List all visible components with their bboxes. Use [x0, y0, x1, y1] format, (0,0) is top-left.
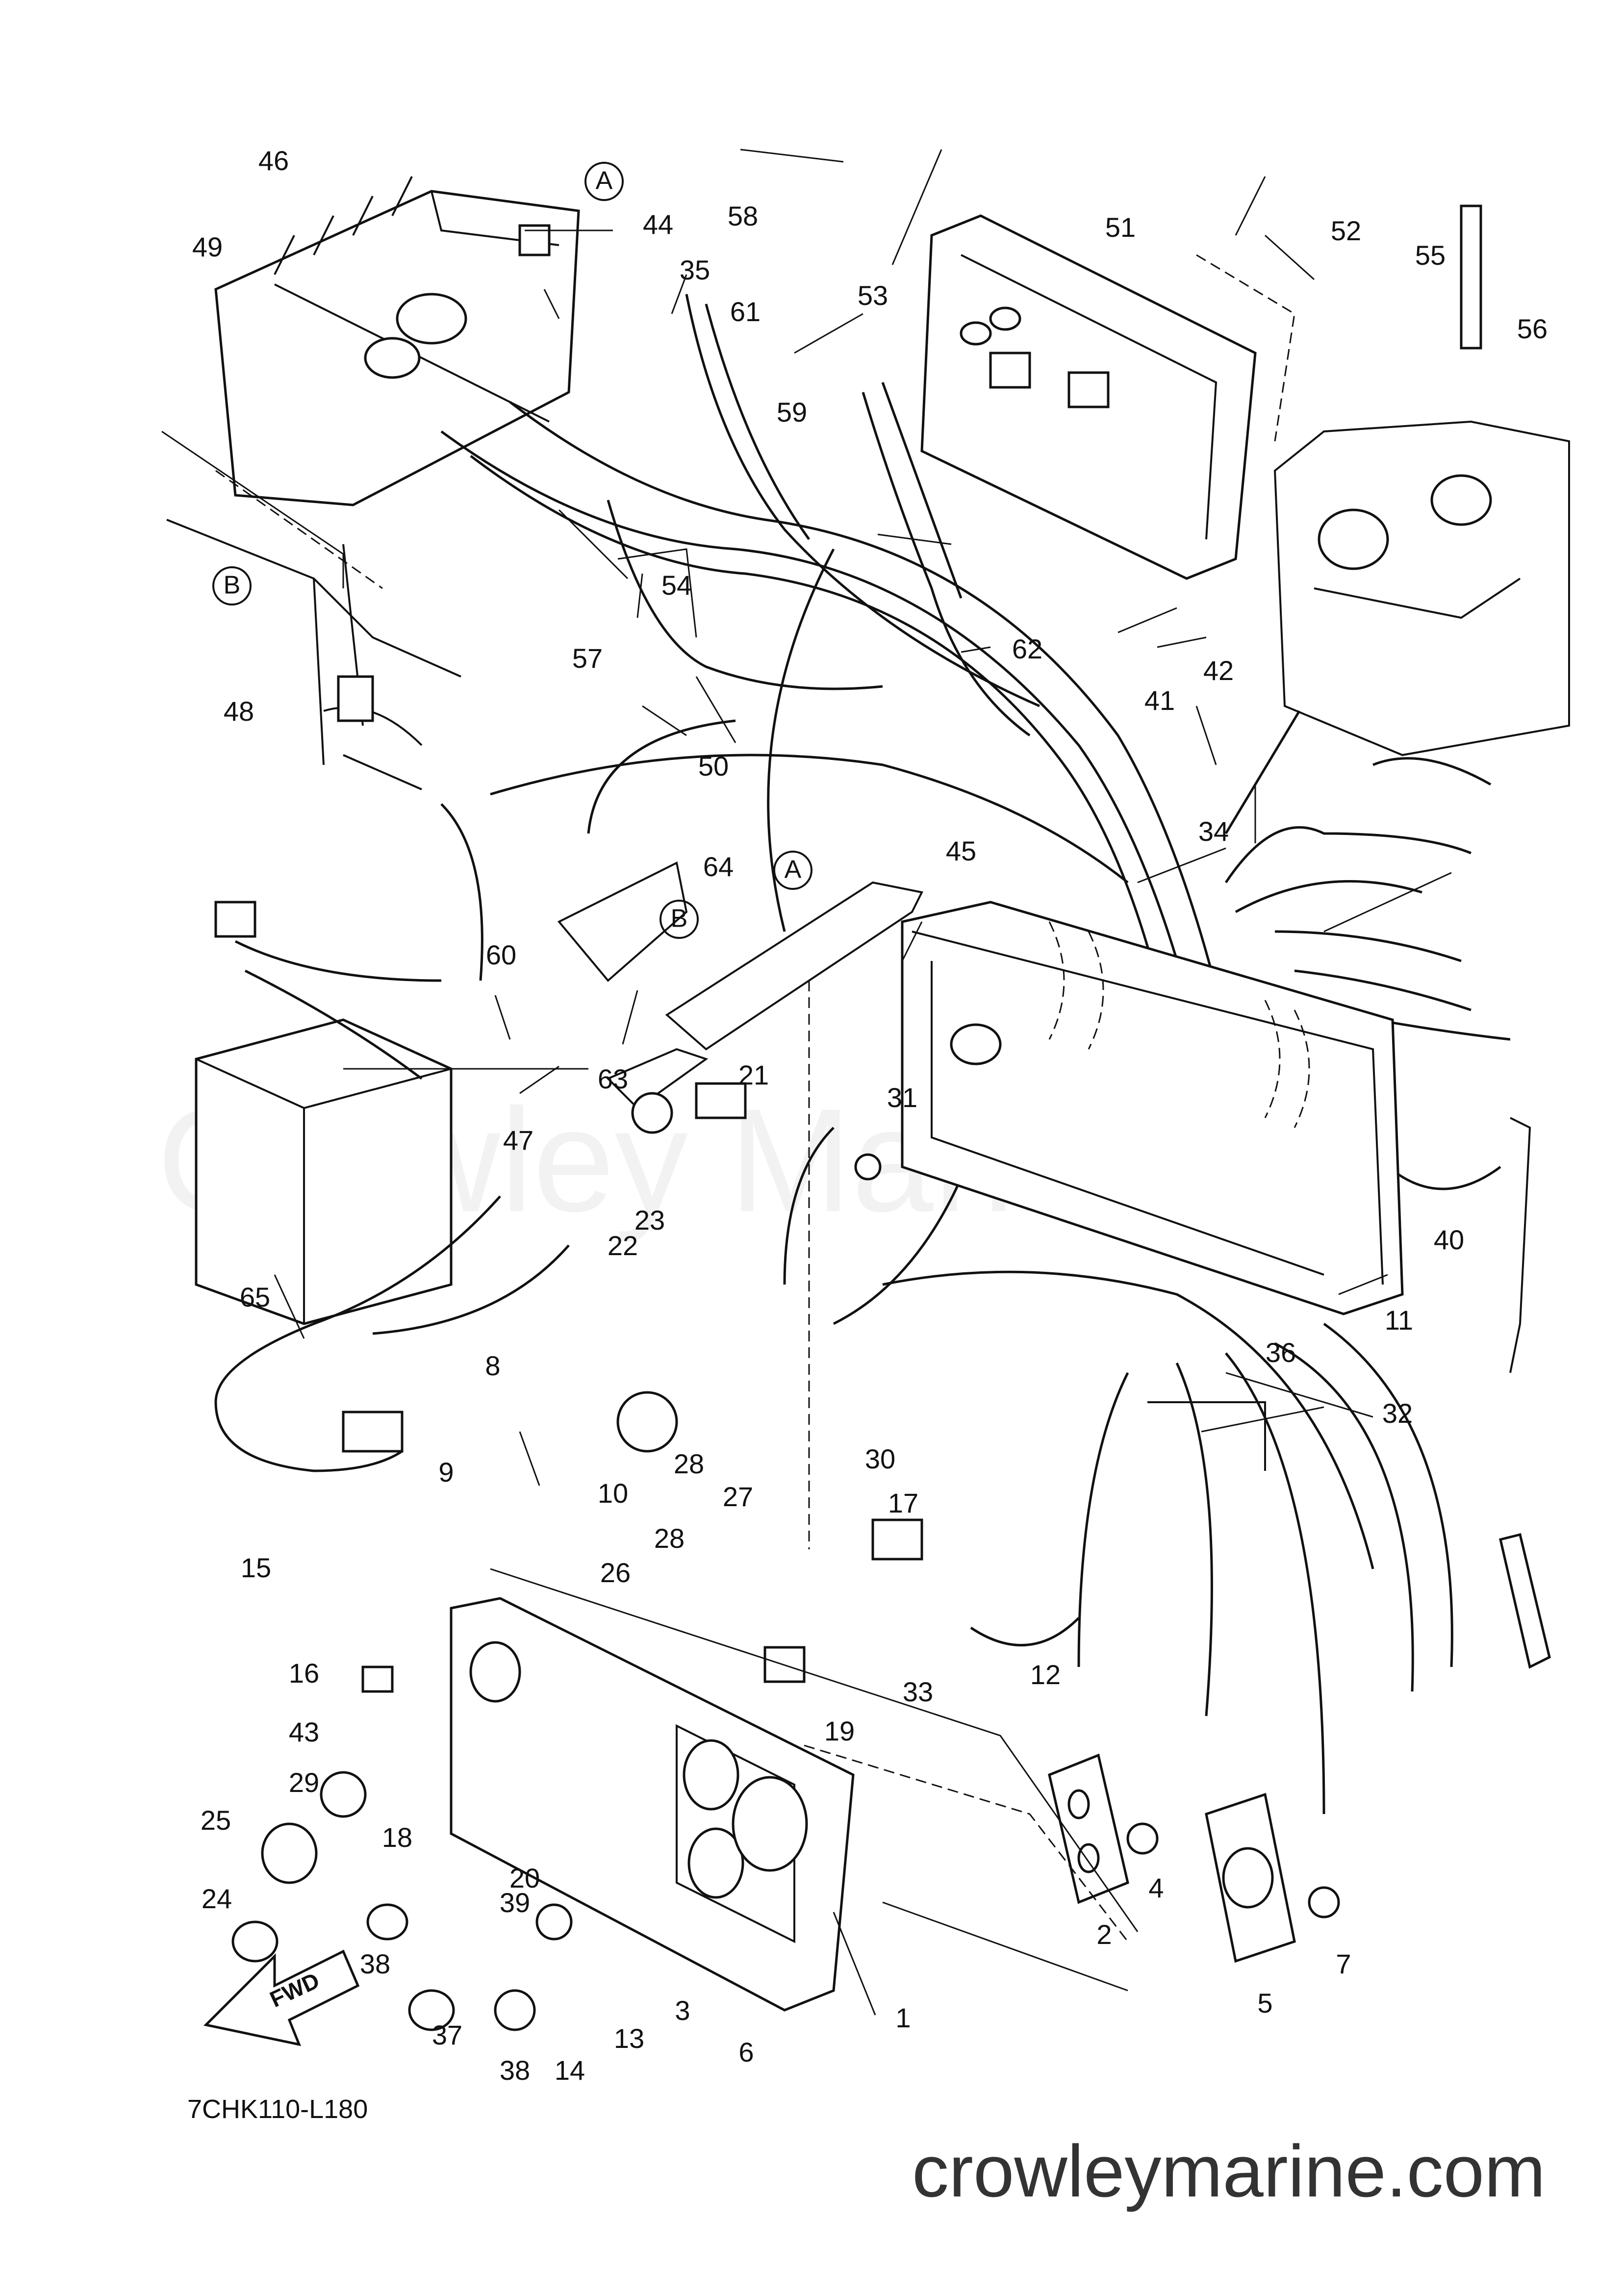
callout-44: 44 [643, 209, 673, 240]
callout-38b: 38 [500, 2055, 530, 2086]
callout-31: 31 [887, 1082, 917, 1113]
callout-6: 6 [738, 2037, 754, 2068]
callout-28: 28 [674, 1448, 704, 1479]
hardware-drawing [231, 1082, 1531, 2031]
control-panel-drawing [450, 1597, 855, 2012]
callout-10: 10 [598, 1478, 628, 1509]
callout-32: 32 [1382, 1398, 1413, 1429]
ref-marker-b-left: B [212, 566, 252, 606]
footer-site-label: crowleymarine.com [912, 2130, 1546, 2212]
callout-7: 7 [1336, 1948, 1351, 1979]
ref-a-mid: A [785, 856, 802, 884]
callout-20: 20 [509, 1863, 540, 1893]
callout-labels: 1 2 3 4 5 6 7 8 9 10 11 12 13 14 15 16 1… [192, 145, 1548, 2086]
callout-25: 25 [201, 1805, 231, 1836]
callout-14: 14 [555, 2055, 585, 2086]
battery-drawing [195, 901, 453, 1325]
callout-61: 61 [730, 296, 761, 327]
callout-30: 30 [865, 1443, 895, 1474]
callout-12: 12 [1030, 1659, 1061, 1690]
callout-18: 18 [382, 1822, 412, 1853]
leader-lines [274, 149, 1482, 2016]
callout-59: 59 [777, 397, 807, 428]
callout-62: 62 [1012, 633, 1042, 664]
callout-37: 37 [432, 2019, 462, 2050]
shield-plates-drawing [557, 861, 923, 1110]
callout-22: 22 [608, 1230, 638, 1261]
callout-15: 15 [241, 1552, 271, 1583]
callout-38: 38 [360, 1948, 390, 1979]
callout-56: 56 [1517, 313, 1548, 344]
ref-b-left: B [224, 571, 241, 600]
callout-16: 16 [289, 1658, 319, 1689]
junction-box-drawing [901, 901, 1404, 1315]
callout-40: 40 [1434, 1224, 1464, 1255]
callout-9: 9 [438, 1457, 454, 1488]
ref-a-top: A [596, 167, 613, 195]
callout-1: 1 [895, 2002, 911, 2033]
callout-43: 43 [289, 1716, 319, 1747]
callout-33: 33 [903, 1676, 933, 1707]
callout-8: 8 [485, 1350, 500, 1381]
callout-49: 49 [192, 231, 223, 262]
callout-34: 34 [1198, 816, 1229, 847]
ref-marker-a-mid: A [773, 851, 812, 890]
callout-29: 29 [289, 1767, 319, 1798]
callout-64: 64 [703, 851, 734, 882]
callout-27: 27 [723, 1481, 753, 1512]
callout-28b: 28 [654, 1523, 685, 1554]
callout-47: 47 [503, 1125, 533, 1156]
callout-48: 48 [224, 696, 254, 727]
callout-41: 41 [1144, 685, 1175, 716]
engine-outline-drawing [166, 519, 461, 790]
callout-35: 35 [680, 254, 710, 285]
callout-5: 5 [1257, 1988, 1272, 2018]
callout-54: 54 [661, 570, 692, 601]
callout-55: 55 [1415, 240, 1446, 271]
drawing: FWD [161, 176, 1570, 2046]
callout-11: 11 [1385, 1305, 1413, 1336]
control-unit-drawing [214, 176, 580, 506]
callout-39: 39 [500, 1887, 530, 1918]
callout-42: 42 [1203, 655, 1234, 686]
callout-60: 60 [486, 939, 516, 970]
reference-markers: A B A B [212, 162, 812, 939]
callout-21: 21 [738, 1060, 769, 1090]
callout-26: 26 [600, 1557, 631, 1588]
outlets-drawing [1048, 1753, 1296, 1963]
callout-52: 52 [1331, 215, 1361, 246]
callout-23: 23 [634, 1205, 665, 1236]
callout-2: 2 [1096, 1919, 1112, 1950]
power-cord-drawing [214, 1195, 570, 1472]
callout-36: 36 [1266, 1337, 1296, 1368]
callout-24: 24 [202, 1883, 232, 1914]
callout-13: 13 [614, 2023, 644, 2054]
fwd-arrow: FWD [203, 1949, 360, 2046]
callout-63: 63 [598, 1063, 628, 1094]
circuit-board-drawing [920, 214, 1295, 580]
ref-b-mid: B [671, 905, 688, 933]
callout-46: 46 [258, 145, 289, 176]
ref-marker-b-mid: B [660, 900, 699, 939]
callout-17: 17 [888, 1488, 918, 1518]
callout-65: 65 [240, 1282, 270, 1312]
callout-3: 3 [675, 1995, 690, 2026]
callout-45: 45 [946, 835, 976, 866]
part-code-label: 7CHK110-L180 [187, 2094, 368, 2124]
callout-58: 58 [728, 201, 758, 231]
callout-51: 51 [1105, 212, 1136, 243]
callout-19: 19 [824, 1716, 855, 1746]
ref-marker-a-top: A [584, 162, 624, 201]
generator-housing-drawing [1273, 204, 1570, 757]
callout-50: 50 [698, 751, 729, 782]
callout-57: 57 [572, 643, 603, 674]
callout-4: 4 [1148, 1872, 1164, 1903]
cable-tie-drawing [1499, 1533, 1551, 1669]
callout-53: 53 [858, 280, 888, 311]
assembly-lines-drawing [161, 430, 1139, 1992]
